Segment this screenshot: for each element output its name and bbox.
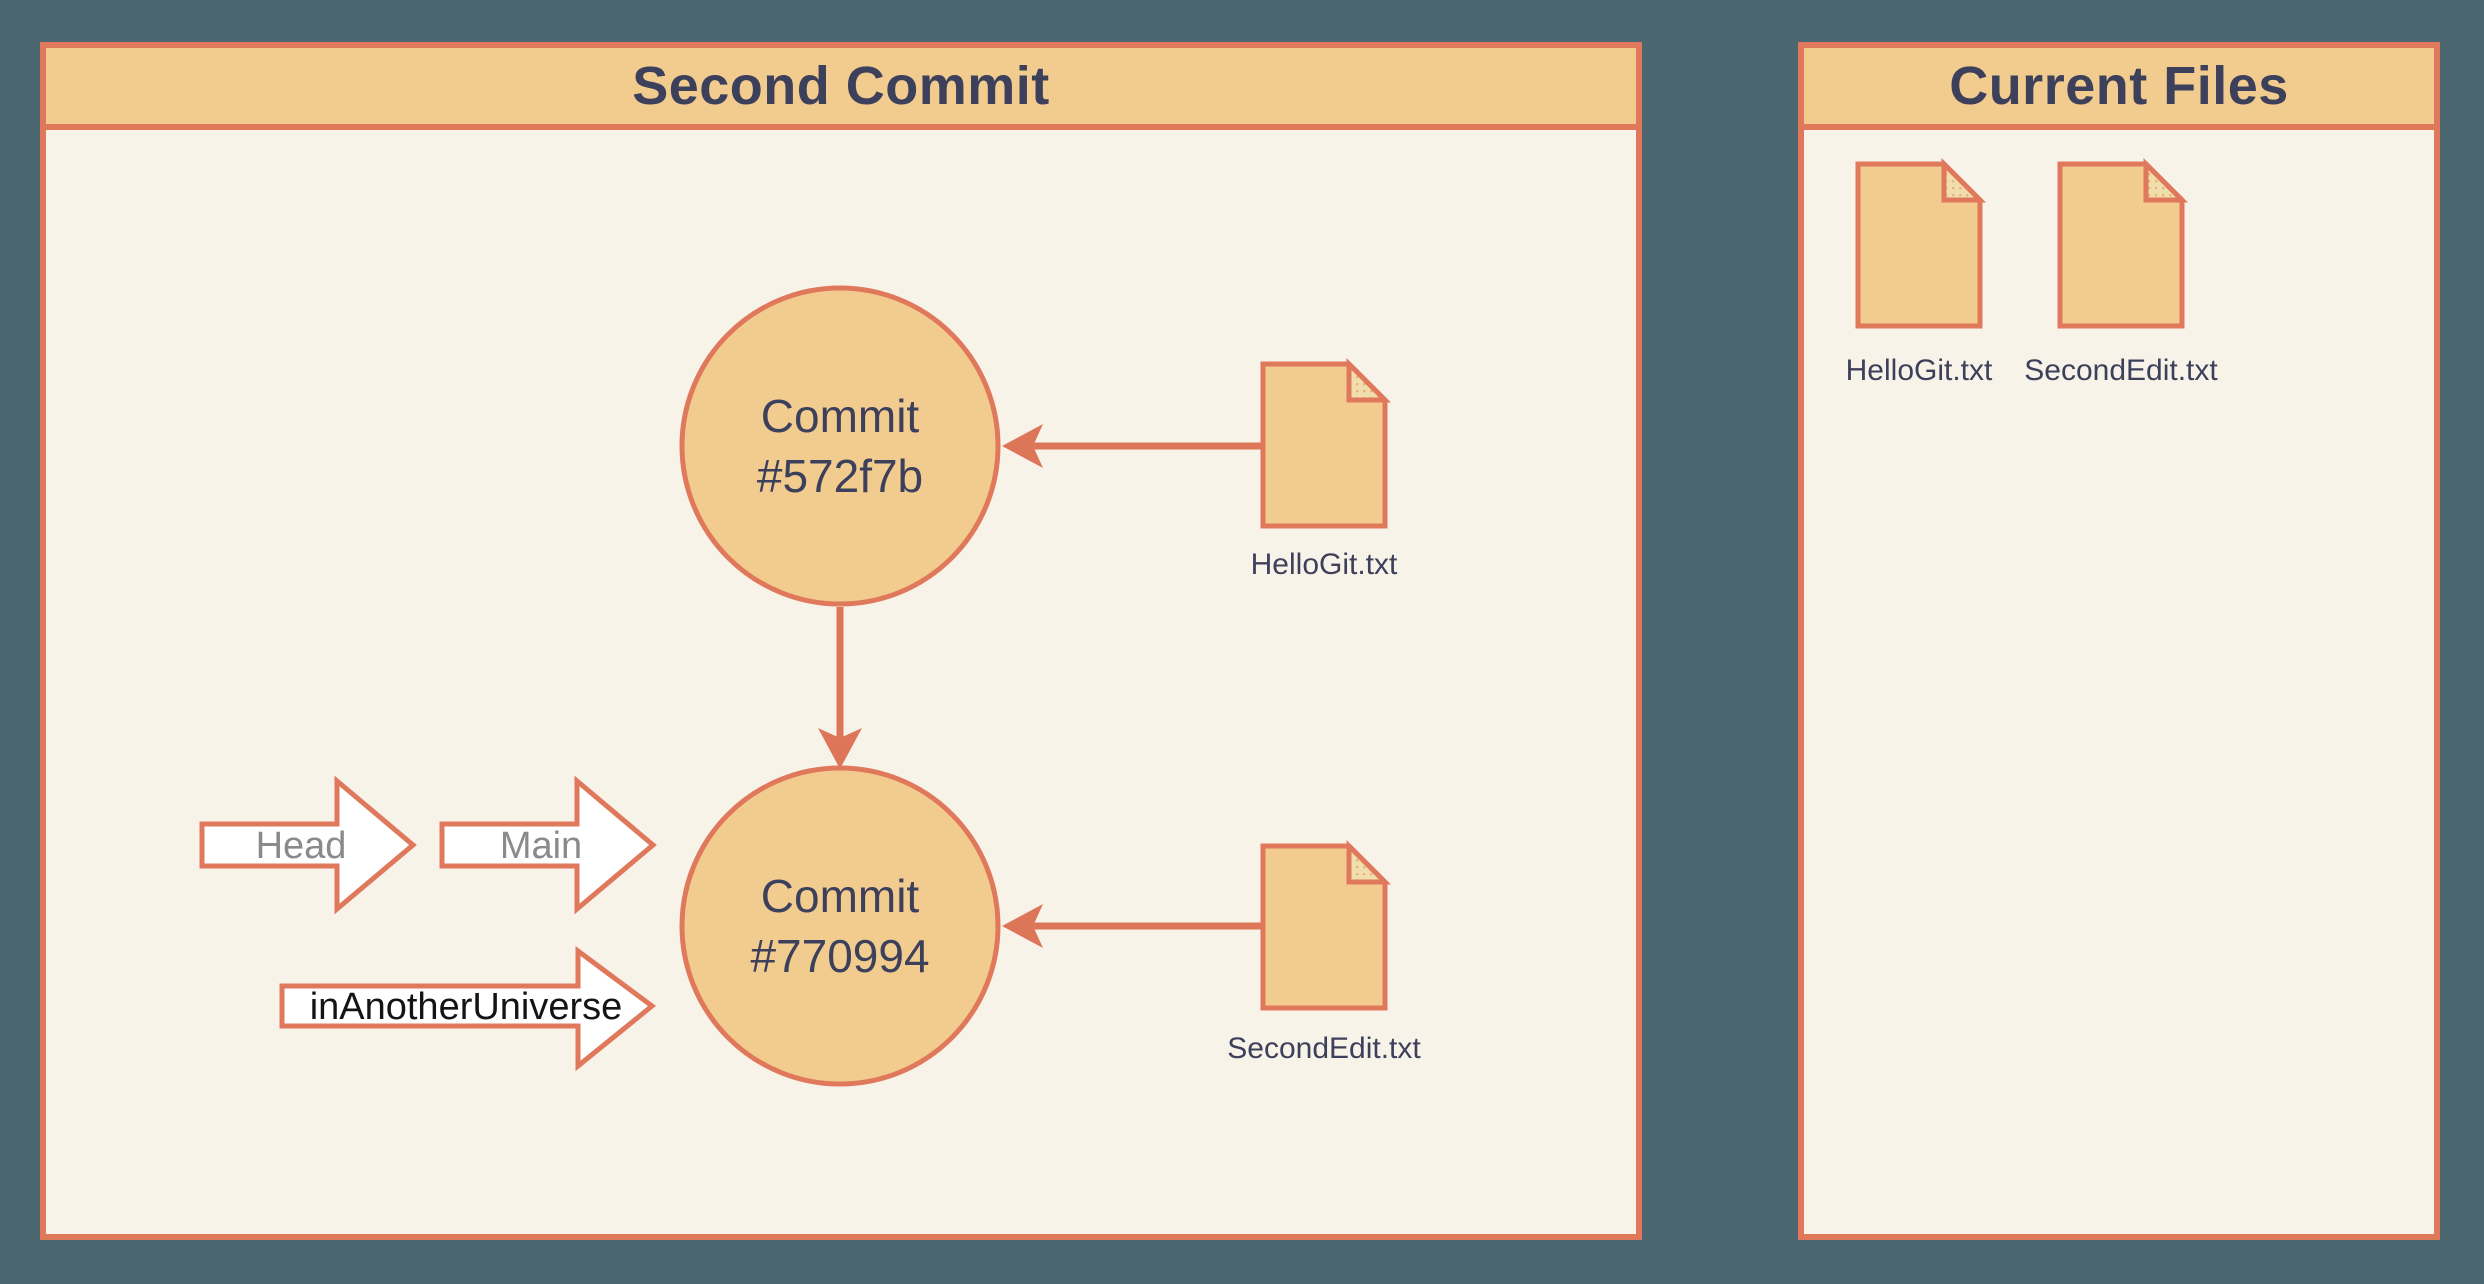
right-arrow-icon bbox=[199, 775, 417, 915]
document-icon bbox=[2057, 161, 2185, 329]
current-file-hellogit: HelloGit.txt bbox=[1846, 157, 1993, 387]
current-file-secondedit: SecondEdit.txt bbox=[2024, 157, 2218, 387]
commit-label-line1: Commit bbox=[761, 390, 920, 442]
second-commit-canvas: Commit #572f7b Commit #770994 HelloGit.t… bbox=[46, 130, 1636, 1234]
file-label: HelloGit.txt bbox=[1846, 354, 1993, 387]
commit-graph-svg: Commit #572f7b Commit #770994 HelloGit.t… bbox=[199, 285, 1421, 1087]
document-fold-icon bbox=[1346, 839, 1392, 885]
commit-label-line2: #770994 bbox=[750, 930, 929, 982]
file-node-secondedit: SecondEdit.txt bbox=[1227, 839, 1421, 1065]
edge-commit-to-commit bbox=[818, 607, 862, 769]
head-pointer-arrow: Head bbox=[199, 775, 417, 915]
commit-label-line2: #572f7b bbox=[757, 450, 923, 502]
main-pointer-arrow: Main bbox=[439, 775, 657, 915]
branch-pointer-label: inAnotherUniverse bbox=[310, 986, 623, 1028]
document-fold-icon bbox=[1346, 357, 1392, 403]
commit-node-572f7b: Commit #572f7b bbox=[679, 285, 1001, 607]
file-label: HelloGit.txt bbox=[1251, 548, 1398, 581]
main-pointer-label: Main bbox=[500, 825, 582, 867]
branch-pointer-arrow: inAnotherUniverse bbox=[279, 946, 657, 1072]
right-arrow-icon bbox=[439, 775, 657, 915]
edge-hellogit-to-commit bbox=[1002, 424, 1263, 468]
commit-circle-icon bbox=[679, 285, 1001, 607]
document-icon bbox=[1855, 161, 1983, 329]
document-icon bbox=[1260, 361, 1388, 529]
commit-circle-icon bbox=[679, 765, 1001, 1087]
panel-title-second-commit: Second Commit bbox=[46, 48, 1636, 130]
second-commit-panel: Second Commit bbox=[40, 42, 1642, 1240]
file-node-hellogit: HelloGit.txt bbox=[1251, 357, 1398, 581]
panel-title-current-files: Current Files bbox=[1804, 48, 2434, 130]
head-pointer-label: Head bbox=[256, 825, 347, 867]
right-arrow-icon bbox=[279, 946, 657, 1072]
commit-label-line1: Commit bbox=[761, 870, 920, 922]
document-fold-icon bbox=[2143, 157, 2189, 203]
current-files-canvas: HelloGit.txt SecondEdit.txt bbox=[1804, 130, 2434, 1234]
edge-secondedit-to-commit bbox=[1002, 904, 1263, 948]
commit-node-770994: Commit #770994 bbox=[679, 765, 1001, 1087]
document-icon bbox=[1260, 843, 1388, 1011]
file-label: SecondEdit.txt bbox=[1227, 1032, 1421, 1065]
current-files-svg: HelloGit.txt SecondEdit.txt bbox=[1846, 157, 2218, 387]
document-fold-icon bbox=[1941, 157, 1987, 203]
file-label: SecondEdit.txt bbox=[2024, 354, 2218, 387]
current-files-panel: Current Files HelloGit.txt SecondEdit.tx… bbox=[1798, 42, 2440, 1240]
